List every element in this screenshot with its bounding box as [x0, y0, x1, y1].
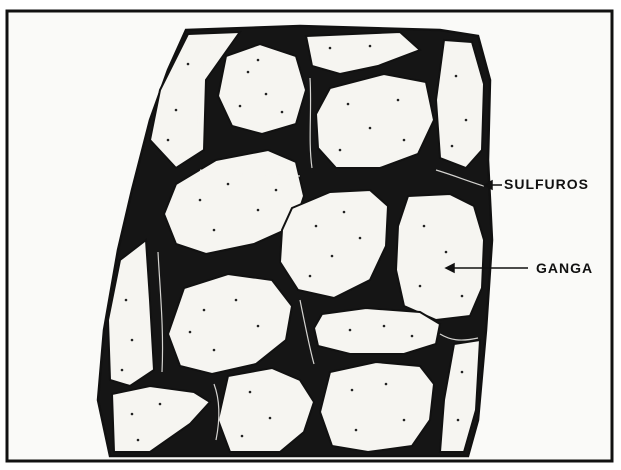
stipple-dot [403, 419, 406, 422]
stipple-dot [241, 435, 244, 438]
stipple-dot [457, 419, 460, 422]
stipple-dot [397, 99, 400, 102]
stipple-dot [351, 389, 354, 392]
stipple-dot [137, 439, 140, 442]
grain [436, 40, 484, 168]
grain [396, 194, 484, 320]
stipple-dot [403, 139, 406, 142]
stipple-dot [227, 183, 230, 186]
stipple-dot [281, 111, 284, 114]
stipple-dot [213, 349, 216, 352]
stipple-dot [247, 71, 250, 74]
stipple-dot [419, 285, 422, 288]
stipple-dot [257, 59, 260, 62]
stipple-dot [451, 145, 454, 148]
stipple-dot [369, 45, 372, 48]
stipple-dot [411, 335, 414, 338]
stipple-dot [455, 75, 458, 78]
stipple-dot [315, 225, 318, 228]
stipple-dot [257, 325, 260, 328]
stipple-dot [249, 391, 252, 394]
stipple-dot [199, 199, 202, 202]
stipple-dot [239, 105, 242, 108]
stipple-dot [349, 329, 352, 332]
stipple-dot [309, 275, 312, 278]
stipple-dot [423, 225, 426, 228]
ganga-label: GANGA [536, 260, 593, 276]
stipple-dot [383, 325, 386, 328]
stipple-dot [355, 429, 358, 432]
stipple-dot [125, 299, 128, 302]
stipple-dot [167, 139, 170, 142]
stipple-dot [187, 63, 190, 66]
grain [316, 74, 434, 168]
stipple-dot [257, 209, 260, 212]
stipple-dot [159, 403, 162, 406]
stipple-dot [203, 309, 206, 312]
stipple-dot [347, 103, 350, 106]
stipple-dot [131, 339, 134, 342]
stipple-dot [339, 149, 342, 152]
stipple-dot [189, 331, 192, 334]
stipple-dot [369, 127, 372, 130]
stipple-dot [465, 119, 468, 122]
stipple-dot [343, 211, 346, 214]
stipple-dot [275, 189, 278, 192]
stipple-dot [445, 251, 448, 254]
stipple-dot [131, 413, 134, 416]
grain [218, 44, 306, 134]
stipple-dot [329, 47, 332, 50]
stipple-dot [121, 369, 124, 372]
stipple-dot [461, 371, 464, 374]
stipple-dot [461, 295, 464, 298]
stipple-dot [359, 237, 362, 240]
grain [314, 308, 440, 354]
stipple-dot [175, 109, 178, 112]
stipple-dot [331, 255, 334, 258]
stipple-dot [269, 417, 272, 420]
stipple-dot [265, 93, 268, 96]
sulfuros-label: SULFUROS [504, 176, 589, 192]
stipple-dot [235, 299, 238, 302]
stipple-dot [385, 383, 388, 386]
grain [320, 362, 434, 452]
stipple-dot [213, 229, 216, 232]
